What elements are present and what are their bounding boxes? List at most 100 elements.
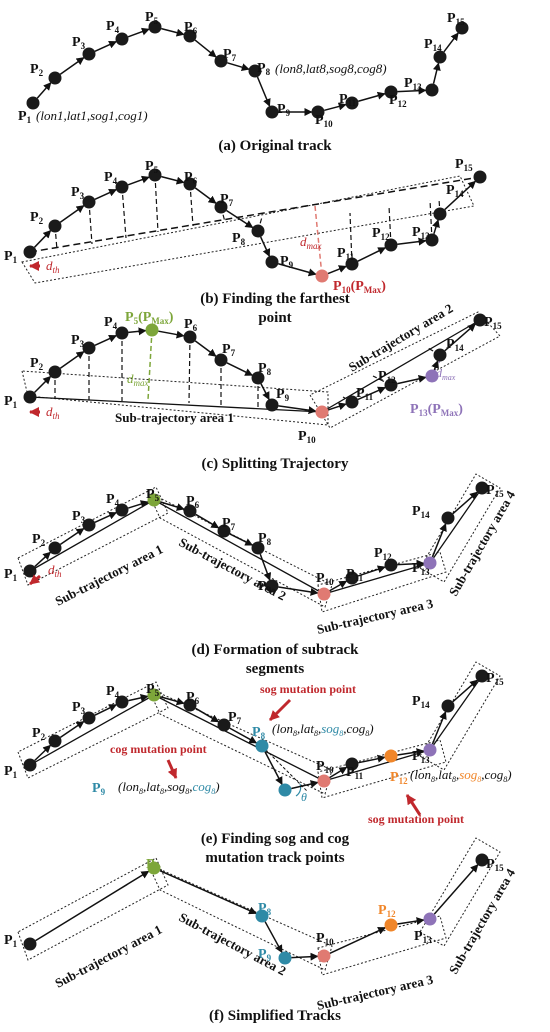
track-edge-d-2 (59, 528, 85, 545)
point-label-e-p12: P12 (390, 770, 408, 786)
track-edge-e-6 (195, 707, 220, 723)
track-edge-e-3 (94, 704, 118, 716)
track-point-e-p11 (345, 757, 359, 771)
point-label-a-p9: P9 (277, 102, 291, 118)
track-point-b-p4 (115, 180, 129, 194)
area1-label-f: Sub-trajectory area 1 (52, 922, 164, 991)
point-label-c-p14: P14 (446, 337, 464, 353)
point-label-c-p7: P7 (222, 342, 236, 358)
point-label-d-p12: P12 (374, 546, 392, 562)
point-label-d-p9: P9 (258, 579, 272, 595)
track-point-a-p3 (82, 47, 96, 61)
dth-arrow-d (29, 574, 41, 586)
point-label-f-p5: P5 (146, 857, 160, 873)
dth-band-b (21, 175, 475, 284)
track-point-a-p2 (48, 71, 62, 85)
sog-mutation-arrow-2 (405, 794, 422, 816)
track-point-a-p7 (214, 54, 228, 68)
dth-label-c: dth (46, 404, 60, 421)
track-edge-c-1 (34, 375, 52, 393)
track-edge-d-8 (259, 553, 272, 581)
area-box-e4 (419, 661, 501, 771)
track-point-c-p4 (115, 326, 129, 340)
segment-d4 (429, 487, 483, 564)
track-point-f-p12 (384, 918, 398, 932)
point-label-b-p6: P6 (184, 170, 198, 186)
track-edge-e-12 (397, 748, 425, 757)
track-point-a-p8 (248, 64, 262, 78)
dmax-label-b: dmax (300, 234, 322, 251)
point-label-e-p14: P14 (412, 694, 430, 710)
track-point-c-p14 (433, 348, 447, 362)
caption-d-line2: segments (246, 661, 304, 677)
track-edge-d-12 (397, 559, 425, 568)
track-edge-c-13 (431, 360, 439, 371)
track-point-a-p5 (148, 20, 162, 34)
track-point-b-p5 (148, 168, 162, 182)
track-edge-e-1 (34, 744, 52, 762)
track-point-c-p7 (214, 353, 228, 367)
area2-label-c: Sub-trajectory area 2 (346, 300, 456, 374)
track-edge-e-2 (59, 721, 85, 738)
area1-label-c: Sub-trajectory area 1 (115, 410, 234, 425)
point-label-c-p15: P15 (484, 315, 502, 331)
track-point-b-p14 (433, 207, 447, 221)
point-label-a-p6: P6 (184, 20, 198, 36)
dmax-label-c2: dmax (436, 366, 456, 382)
dmax-label-c: dmax (127, 371, 149, 388)
track-point-d-p14 (441, 511, 455, 525)
track-edge-c-2 (59, 351, 85, 369)
track-edge-c-7 (226, 362, 254, 376)
track-point-b-p10 (315, 269, 329, 283)
track-point-b-p3 (82, 195, 96, 209)
track-edge-d-1 (34, 551, 51, 568)
track-point-a-p9 (265, 105, 279, 119)
point-label-e-p7: P7 (228, 710, 242, 726)
point-label-a-p2: P2 (30, 62, 44, 78)
point-label-d-p3: P3 (72, 509, 86, 525)
track-point-c-p13 (425, 369, 439, 383)
track-edge-b-10 (327, 265, 347, 275)
track-edge-e-10 (329, 766, 348, 779)
caption-b-line1: (b) Finding the farthest (200, 291, 350, 307)
caption-f: (f) Simplified Tracks (209, 1008, 341, 1024)
perp-line-b-10 (429, 199, 433, 241)
point-label-f-p13: P13 (414, 929, 432, 945)
p8-attr-a: (lon8,lat8,sog8,cog8) (275, 61, 387, 76)
dmax-line-c (147, 329, 153, 401)
track-point-d-p3 (82, 518, 96, 532)
point-label-e-p13: P13 (412, 749, 430, 765)
track-edge-c-5 (158, 330, 185, 339)
track-edge-f-3 (264, 921, 283, 954)
track-edge-b-6 (194, 187, 217, 204)
area-box-e2 (146, 687, 333, 795)
track-edge-a-1 (36, 82, 52, 99)
point-label-c-p2: P2 (30, 356, 44, 372)
track-edge-e-13 (431, 711, 447, 745)
track-point-e-p15 (475, 669, 489, 683)
track-point-e-p4 (115, 695, 129, 709)
track-point-d-p5 (147, 493, 161, 507)
point-label-e-p1: P1 (4, 764, 18, 780)
caption-e-line1: (e) Finding sog and cog (201, 831, 350, 847)
p8-attr-e: (lon8,lat8,sog8,cog8) (272, 721, 374, 738)
point-label-c-p1: P1 (4, 394, 18, 410)
track-edge-b-4 (127, 175, 150, 186)
track-edge-d-11 (357, 565, 386, 577)
segment-e2 (153, 694, 325, 782)
track-edge-d-6 (195, 513, 220, 529)
track-point-e-p14 (441, 699, 455, 713)
track-edge-c-14 (444, 323, 476, 352)
track-point-d-p2 (48, 541, 62, 555)
track-edge-a-2 (59, 57, 85, 75)
point-label-d-p11: P11 (346, 567, 364, 583)
track-point-e-p7 (217, 718, 231, 732)
track-edge-a-5 (161, 27, 185, 37)
cog-extension-line (261, 745, 309, 793)
track-point-d-p6 (183, 504, 197, 518)
point-label-a-p3: P3 (72, 35, 86, 51)
